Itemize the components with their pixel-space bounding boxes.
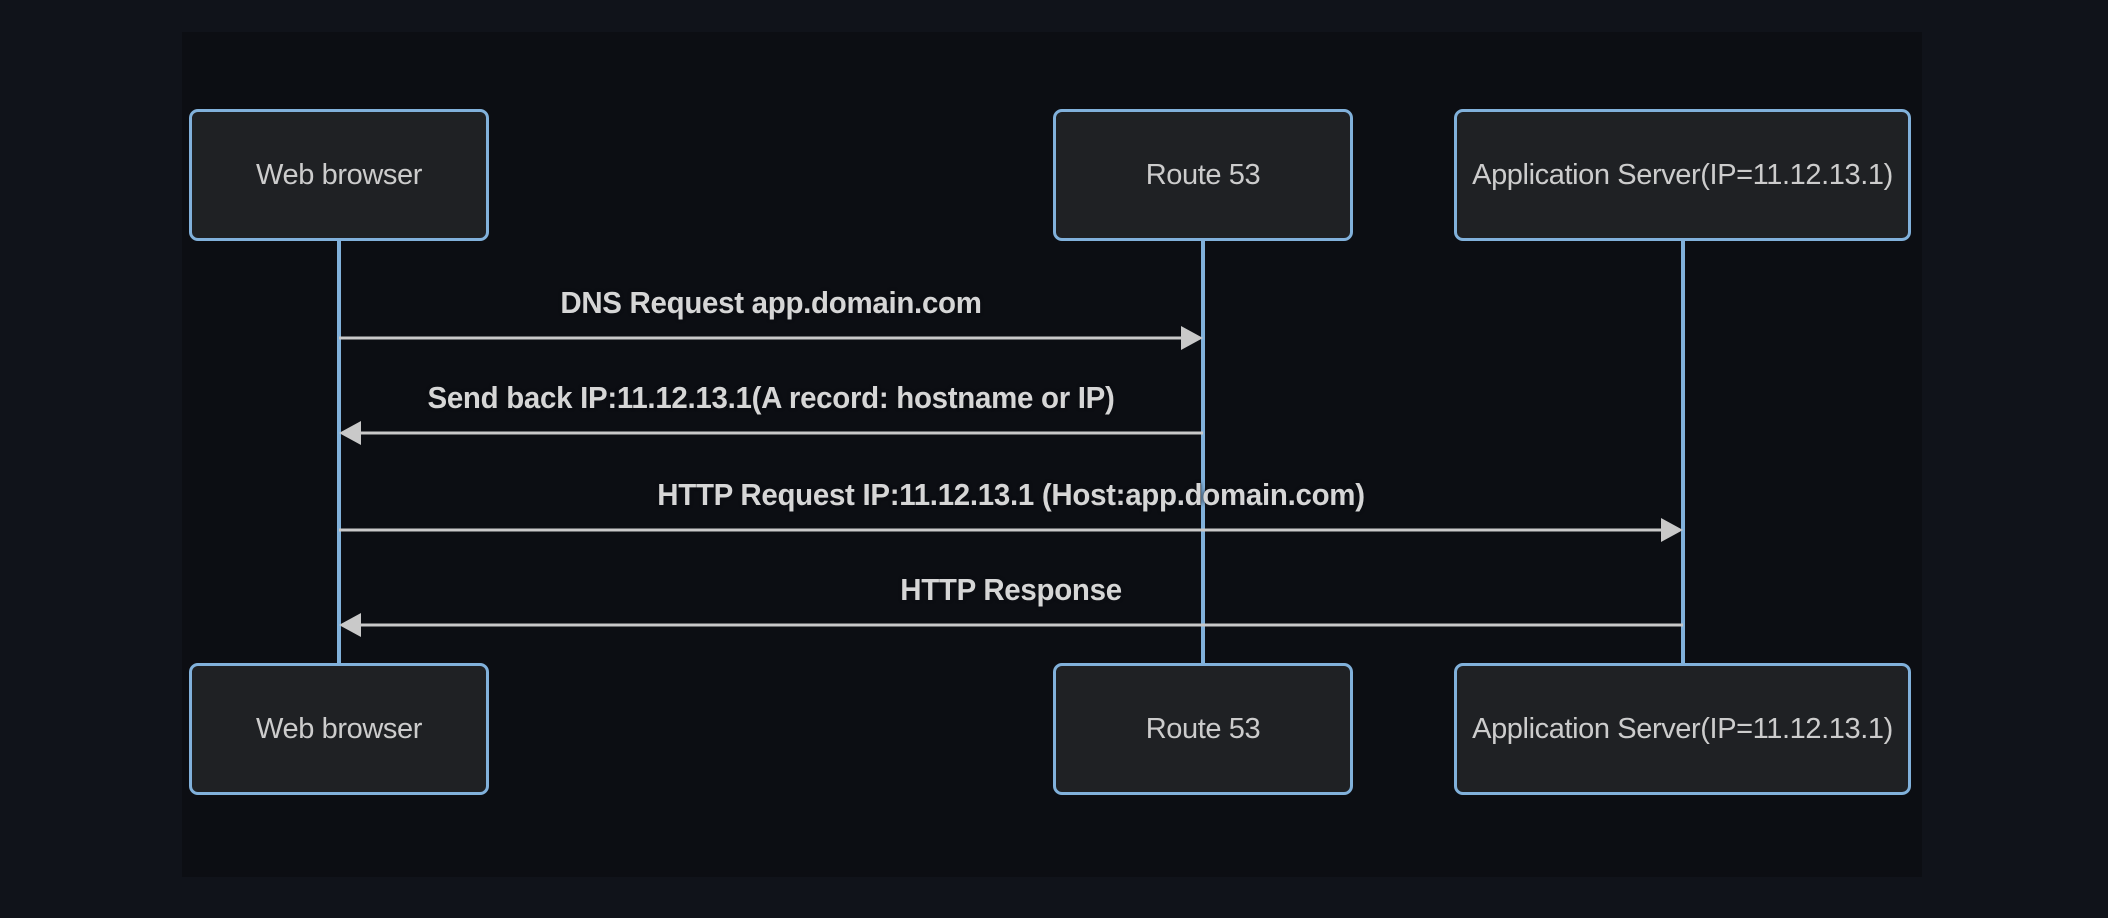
actor-label: Route 53 (1145, 712, 1261, 745)
message-arrow-http-request (339, 518, 1683, 542)
message-arrow-send-back-ip (339, 421, 1203, 445)
actor-label: Application Server(IP=11.12.13.1) (1472, 158, 1893, 191)
message-label-http-response: HTTP Response (900, 572, 1122, 607)
arrowhead-left-icon (339, 421, 361, 445)
message-arrow-dns-request (339, 326, 1203, 350)
actor-box-route-53-top: Route 53 (1053, 109, 1353, 241)
actor-box-web-browser-top: Web browser (189, 109, 489, 241)
actor-label: Web browser (256, 158, 422, 191)
message-label-dns-request: DNS Request app.domain.com (560, 285, 982, 320)
actor-box-web-browser-bottom: Web browser (189, 663, 489, 795)
message-label-send-back-ip: Send back IP:11.12.13.1(A record: hostna… (427, 380, 1115, 415)
arrowhead-right-icon (1661, 518, 1683, 542)
actor-label: Application Server(IP=11.12.13.1) (1472, 712, 1893, 745)
actor-label: Route 53 (1145, 158, 1261, 191)
arrowhead-right-icon (1181, 326, 1203, 350)
message-label-http-request: HTTP Request IP:11.12.13.1 (Host:app.dom… (657, 477, 1365, 512)
message-arrow-http-response (339, 613, 1683, 637)
actor-box-route-53-bottom: Route 53 (1053, 663, 1353, 795)
actor-box-application-server-bottom: Application Server(IP=11.12.13.1) (1454, 663, 1911, 795)
actor-label: Web browser (256, 712, 422, 745)
arrowhead-left-icon (339, 613, 361, 637)
actor-box-application-server-top: Application Server(IP=11.12.13.1) (1454, 109, 1911, 241)
